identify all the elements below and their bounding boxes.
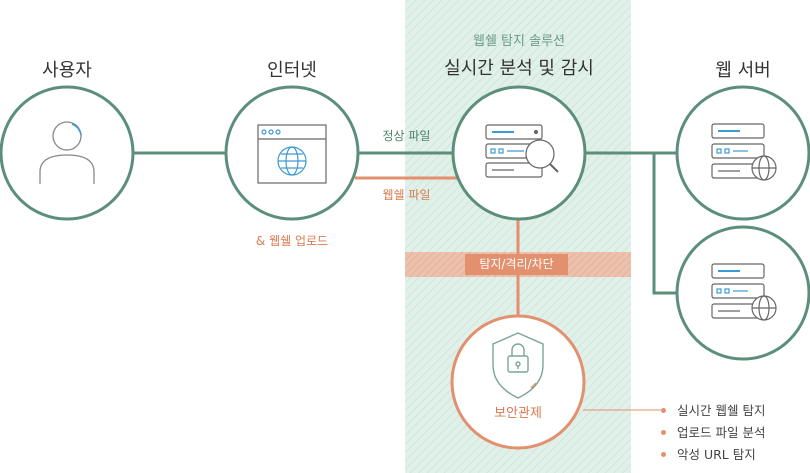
webserver-title: 웹 서버 <box>715 60 771 81</box>
internet-caption: & 웹쉘 업로드 <box>255 234 329 248</box>
normal-file-label: 정상 파일 <box>382 129 431 143</box>
user-node <box>0 85 135 221</box>
legend-item-label: 업로드 파일 분석 <box>677 425 766 440</box>
bullet-dot-icon <box>661 408 666 413</box>
security-title: 보안관제 <box>494 406 542 421</box>
bullet-dot-icon <box>661 430 666 435</box>
user-title: 사용자 <box>42 60 92 81</box>
browser-globe-icon <box>257 124 327 184</box>
server-globe-icon-1 <box>711 123 777 181</box>
shield-lock-icon <box>492 332 544 399</box>
server-search-icon <box>485 124 559 178</box>
detect-bar-label: 탐지/격리/차단 <box>465 254 568 275</box>
monitor-webserver-connector <box>585 151 677 295</box>
user-icon <box>39 121 95 184</box>
solution-subtitle: 웹쉘 탐지 솔루션 <box>473 34 565 49</box>
legend-item-label: 실시간 웹쉘 탐지 <box>677 403 766 418</box>
bullet-dot-icon <box>661 452 666 457</box>
security-feature-list: 실시간 웹쉘 탐지 업로드 파일 분석 악성 URL 탐지 <box>661 400 765 466</box>
legend-item: 업로드 파일 분석 <box>661 422 765 444</box>
legend-item-label: 악성 URL 탐지 <box>677 447 756 462</box>
monitor-title: 실시간 분석 및 감시 <box>444 58 594 79</box>
server-globe-icon-2 <box>711 263 777 321</box>
internet-title: 인터넷 <box>267 60 317 81</box>
legend-item: 악성 URL 탐지 <box>661 444 765 466</box>
webshell-file-label: 웹쉘 파일 <box>382 188 431 202</box>
legend-item: 실시간 웹쉘 탐지 <box>661 400 765 422</box>
